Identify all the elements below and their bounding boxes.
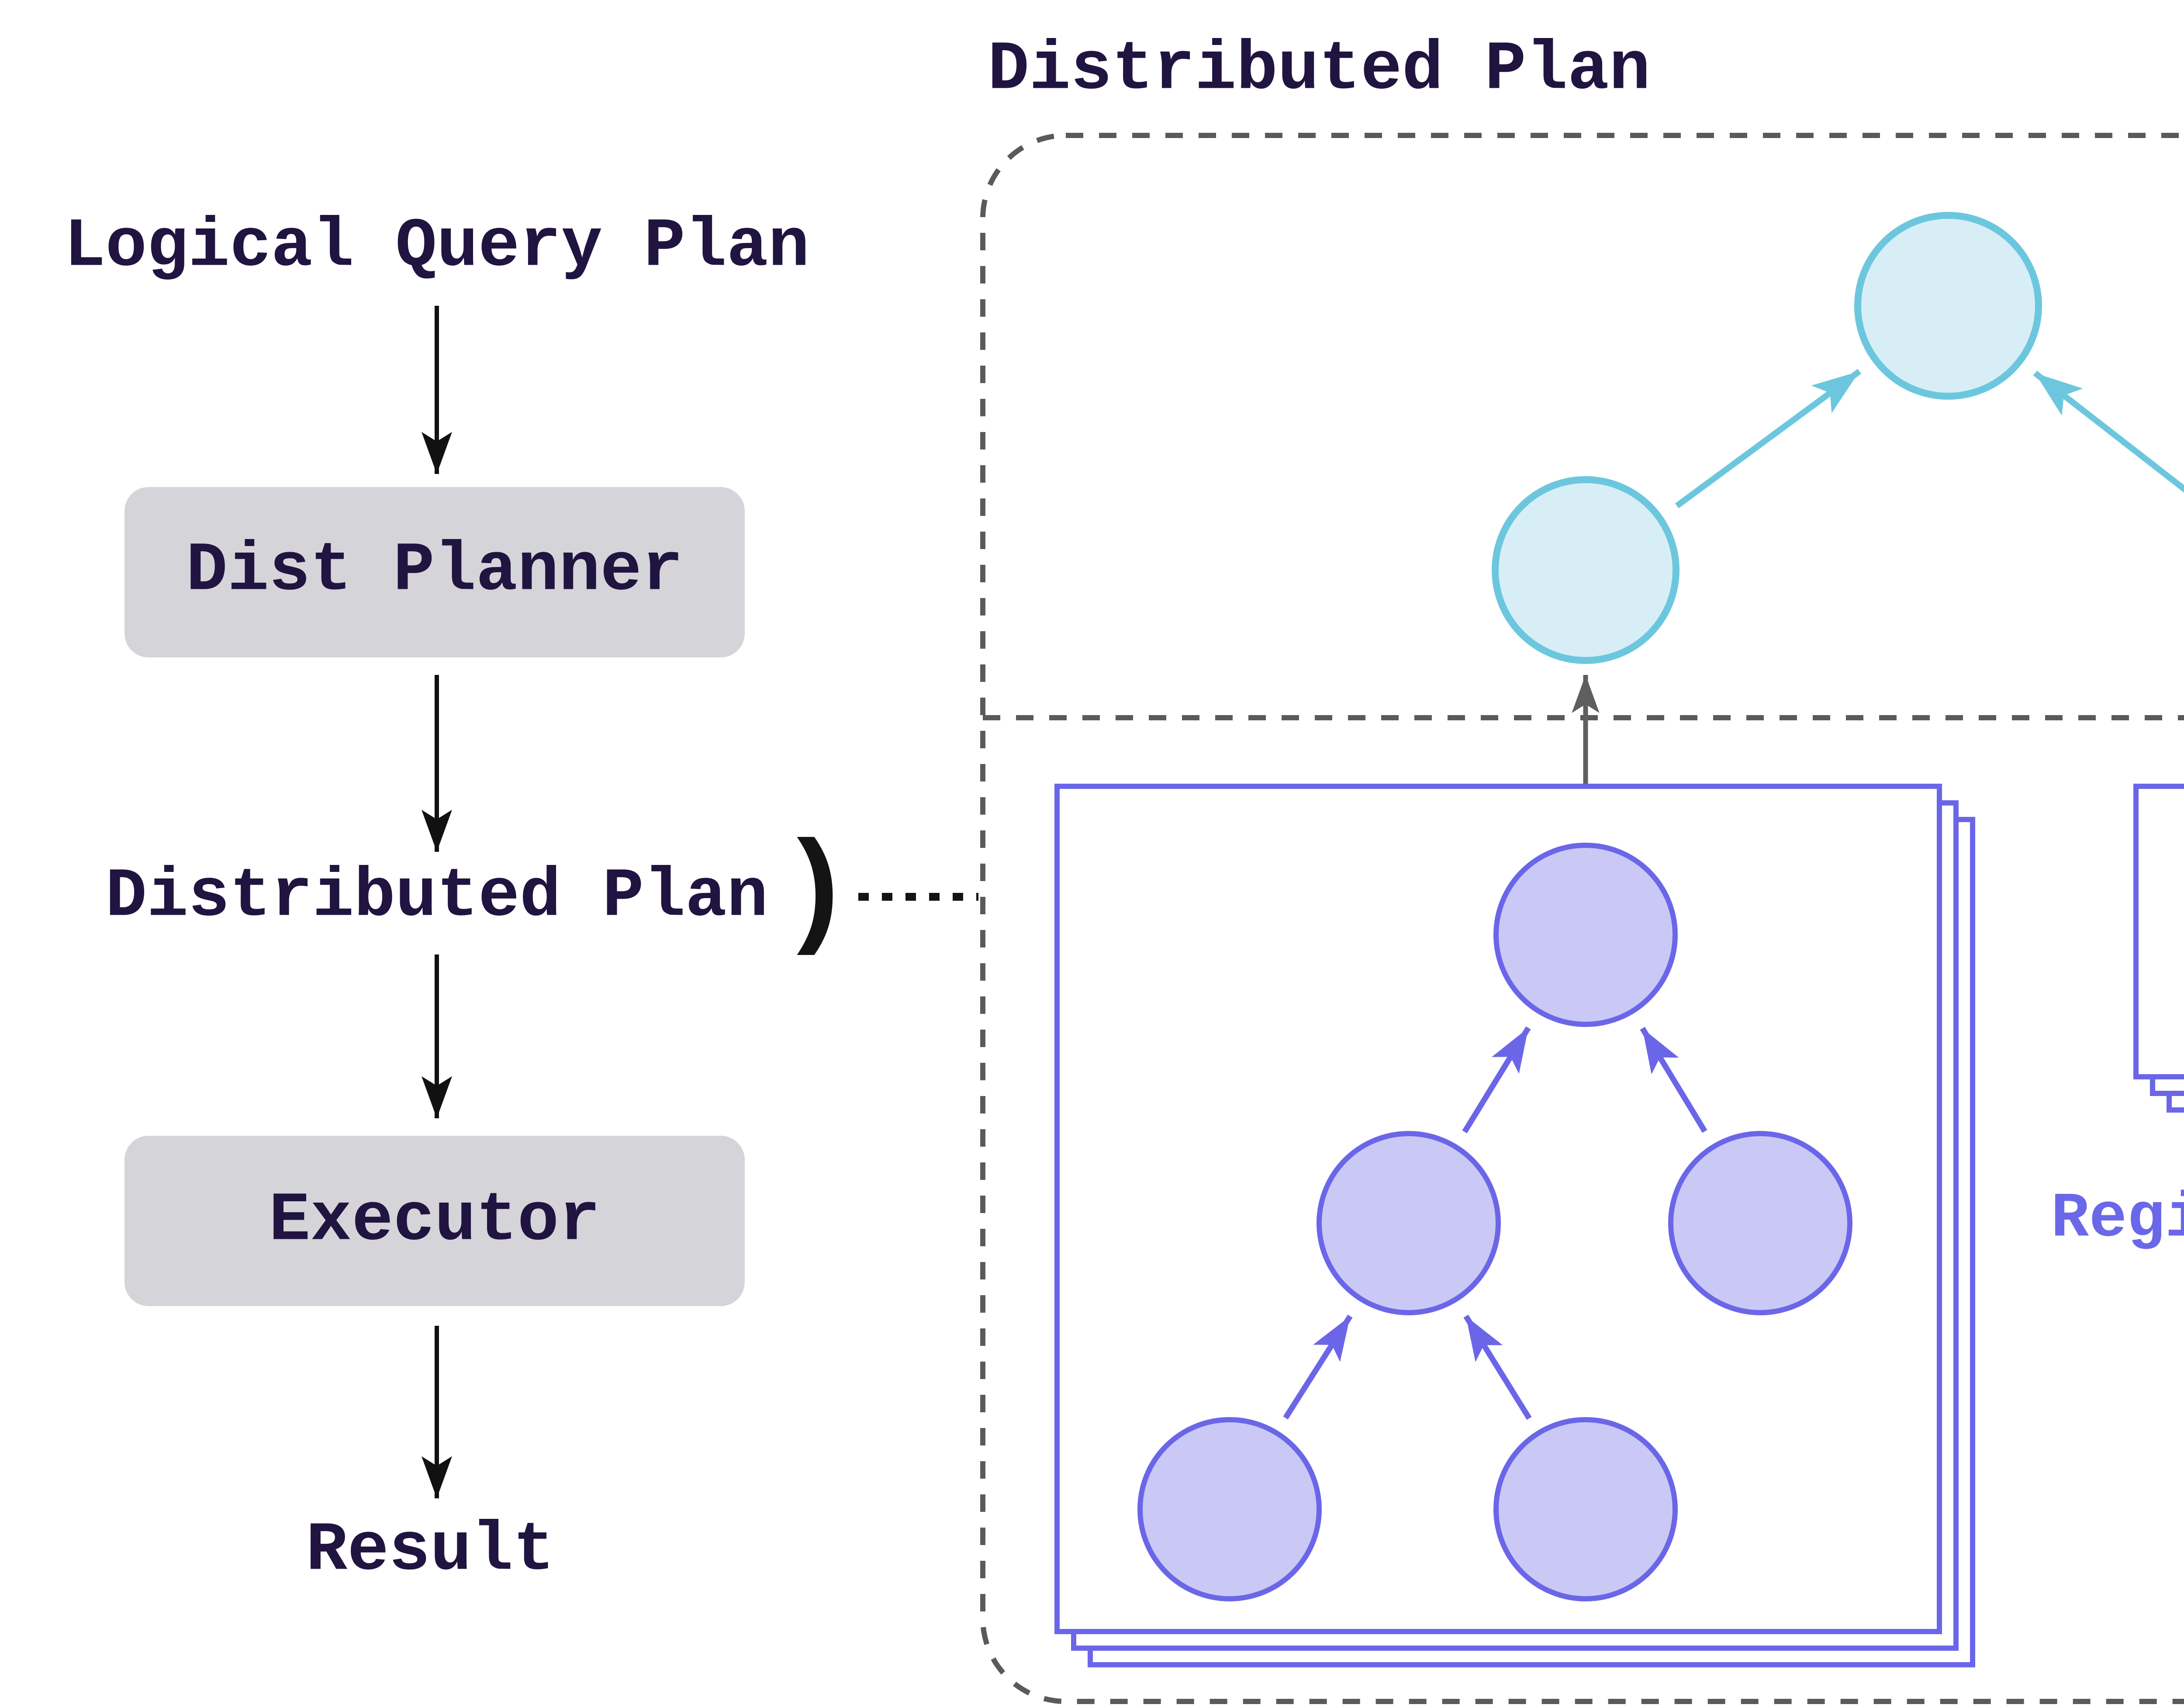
right-region-stack xyxy=(2133,784,2184,1113)
frontend-tree xyxy=(1492,212,2184,664)
cyan-arrow-right-to-root xyxy=(2033,370,2184,493)
datanode-tree-mid-right xyxy=(1668,1131,1852,1315)
datanode-tree-leaf-left xyxy=(1137,1417,1322,1601)
purple-arrow-botright-to-midleft xyxy=(1463,1314,1532,1420)
result-label: Result xyxy=(306,1512,555,1590)
datanode-tree-mid-left xyxy=(1317,1131,1501,1315)
distributed-plan-view: Distributed Plan Frontend Stage Datanode… xyxy=(980,31,2184,1704)
dist-planner-box xyxy=(124,487,745,657)
dist-planner-label: Dist Planner xyxy=(186,532,683,610)
distributed-plan-boundary xyxy=(980,133,2184,1704)
executor-label: Executor xyxy=(269,1182,601,1260)
regions-label: Regions xyxy=(2051,1183,2184,1255)
datanode-tree-root xyxy=(1493,843,1678,1027)
brace-glyph: ) xyxy=(778,824,854,967)
left-flow: Logical Query Plan Dist Planner Distribu… xyxy=(64,208,978,1590)
frontend-left-node xyxy=(1492,476,1679,664)
logical-query-plan-label: Logical Query Plan xyxy=(64,208,810,286)
datanode-tree-leaf-right xyxy=(1493,1417,1678,1601)
distributed-plan-left-label: Distributed Plan xyxy=(105,858,768,936)
distributed-plan-title: Distributed Plan xyxy=(988,31,1650,109)
executor-box xyxy=(124,1136,745,1306)
purple-arrow-midleft-to-top xyxy=(1462,1026,1531,1134)
purple-arrow-midright-to-top xyxy=(1640,1027,1707,1133)
left-region-stack xyxy=(1054,784,1975,1667)
right-region-box-front xyxy=(2133,784,2184,1079)
purple-arrow-botleft-to-midleft xyxy=(1283,1314,1353,1420)
cyan-arrow-left-to-root xyxy=(1675,369,1862,508)
frontend-root-node xyxy=(1854,212,2042,400)
